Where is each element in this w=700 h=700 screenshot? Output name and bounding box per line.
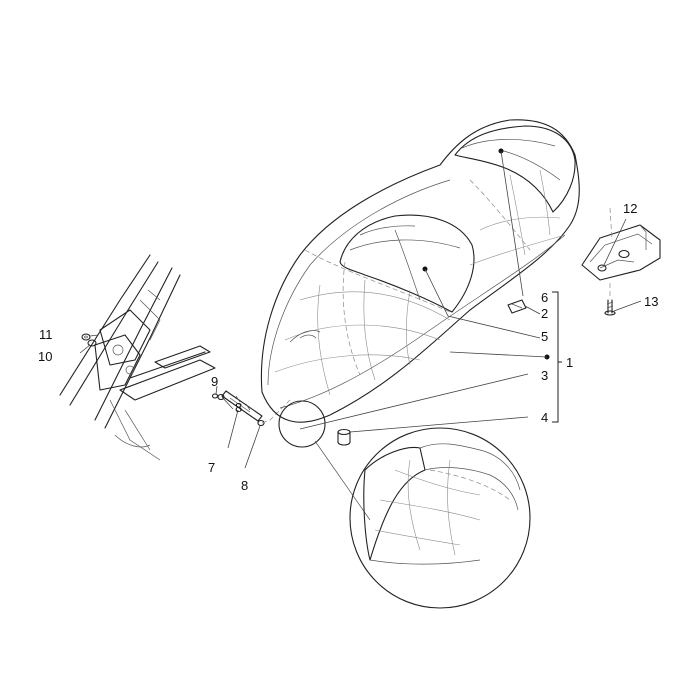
part-10-nut — [87, 339, 97, 347]
part-4-buffer — [337, 428, 351, 446]
leader-lines — [79, 150, 642, 469]
callout-12: 12 — [623, 201, 637, 216]
callout-11: 11 — [39, 327, 53, 342]
callout-8-lower: 8 — [241, 478, 248, 493]
callout-9: 9 — [211, 374, 218, 389]
part-1-seat — [260, 119, 580, 423]
callout-4: 4 — [541, 410, 548, 425]
part-2-clip — [507, 299, 527, 314]
callout-6: 6 — [541, 290, 548, 305]
part-11-washer — [81, 333, 91, 341]
part-9-clip — [211, 393, 219, 399]
callout-13: 13 — [644, 294, 658, 309]
hinge-axis-line — [261, 397, 293, 424]
part-12-bracket — [581, 207, 661, 281]
part-8-washer-upper — [217, 393, 225, 401]
part-8-washer-lower — [257, 419, 265, 427]
callout-5: 5 — [541, 329, 548, 344]
callout-7: 7 — [208, 460, 215, 475]
callout-8-upper: 8 — [235, 400, 242, 415]
callout-2: 2 — [541, 306, 548, 321]
part-7-hinge-pin — [221, 390, 263, 422]
detail-zoom-circle — [278, 400, 531, 609]
part-13-screw — [604, 282, 616, 316]
group-bracket — [552, 291, 562, 423]
frame-section — [59, 254, 216, 461]
callout-3: 3 — [541, 368, 548, 383]
callout-10: 10 — [38, 349, 52, 364]
callout-1: 1 — [566, 355, 573, 370]
